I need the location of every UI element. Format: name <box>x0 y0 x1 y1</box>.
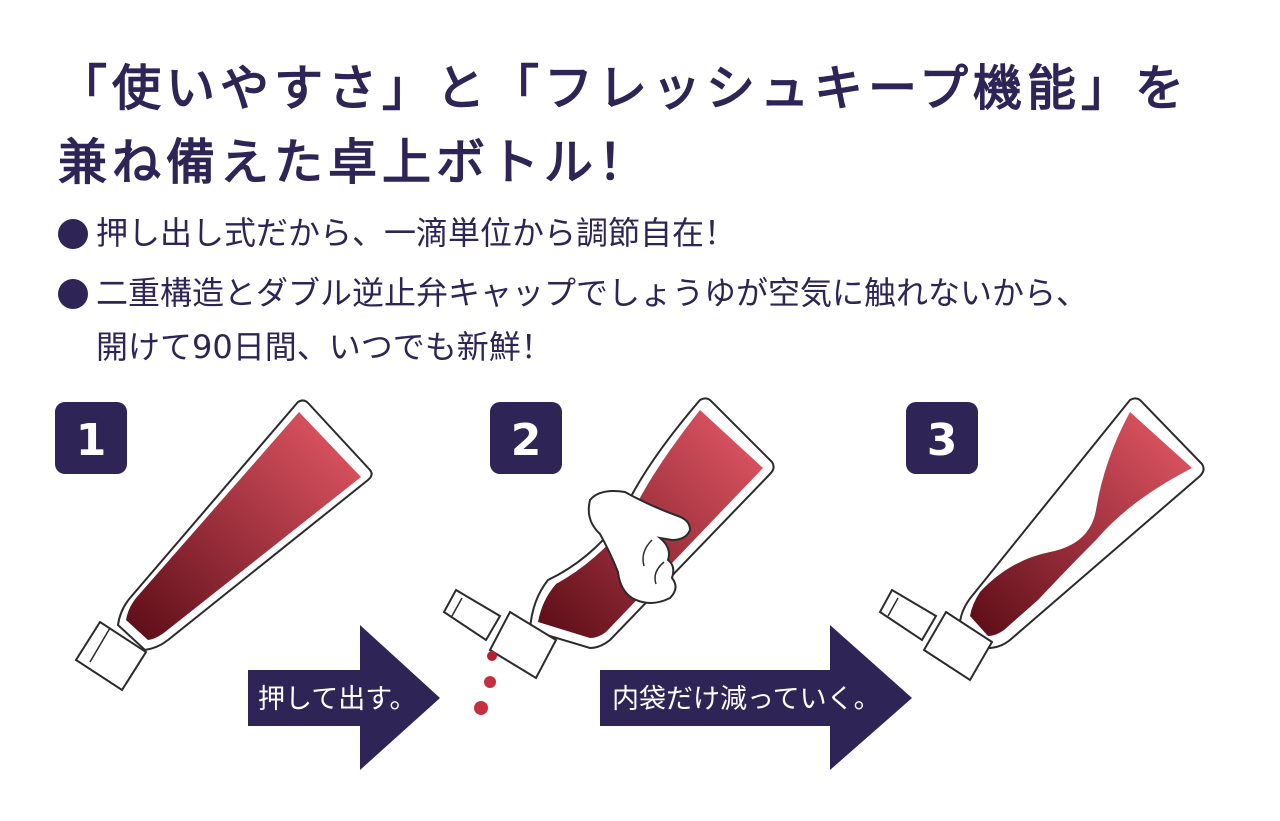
feature-text: 二重構造とダブル逆止弁キャップでしょうゆが空気に触れないから、 <box>96 274 1089 312</box>
feature-item-freshness: 二重構造とダブル逆止弁キャップでしょうゆが空気に触れないから、 開けて90日間、… <box>58 266 1258 374</box>
feature-text: 押し出し式だから、一滴単位から調節自在！ <box>96 214 737 252</box>
step-2: 2 <box>442 397 775 715</box>
feature-text: 開けて90日間、いつでも新鮮！ <box>96 328 553 366</box>
headline-line-1: 「使いやすさ」と「フレッシュキープ機能」を <box>58 60 1190 117</box>
sauce-drop <box>487 651 497 661</box>
step-3: 3 <box>878 397 1205 682</box>
sauce-drop <box>484 676 496 688</box>
step-1: 1 <box>55 399 373 692</box>
feature-item-dispense: 押し出し式だから、一滴単位から調節自在！ <box>58 206 1258 260</box>
headline: 「使いやすさ」と「フレッシュキープ機能」を 兼ね備えた卓上ボトル！ <box>58 52 1258 200</box>
step-badge-3 <box>906 402 978 474</box>
usage-illustration: 1 押して出す。 2 <box>55 397 1205 770</box>
step-badge-1 <box>55 402 127 474</box>
step-number-1: 1 <box>76 415 107 466</box>
arrow-1-label: 押して出す。 <box>258 684 417 715</box>
bottle-full-icon <box>74 399 373 692</box>
bullet-dot-icon <box>58 279 88 309</box>
sauce-drop <box>474 701 488 715</box>
arrow-1: 押して出す。 <box>248 625 440 770</box>
headline-line-2: 兼ね備えた卓上ボトル！ <box>58 134 653 191</box>
step-badge-2 <box>490 402 562 474</box>
bottle-inner-bag-icon <box>878 397 1205 682</box>
hand-squeeze-icon <box>587 490 692 604</box>
feature-list: 押し出し式だから、一滴単位から調節自在！ 二重構造とダブル逆止弁キャップでしょう… <box>58 206 1258 380</box>
step-number-3: 3 <box>927 415 958 466</box>
step-number-2: 2 <box>511 415 542 466</box>
bullet-dot-icon <box>58 219 88 249</box>
bottle-squeezed-icon <box>442 397 775 680</box>
arrow-2-label: 内袋だけ減っていく。 <box>612 684 881 715</box>
arrow-2: 内袋だけ減っていく。 <box>600 625 912 770</box>
